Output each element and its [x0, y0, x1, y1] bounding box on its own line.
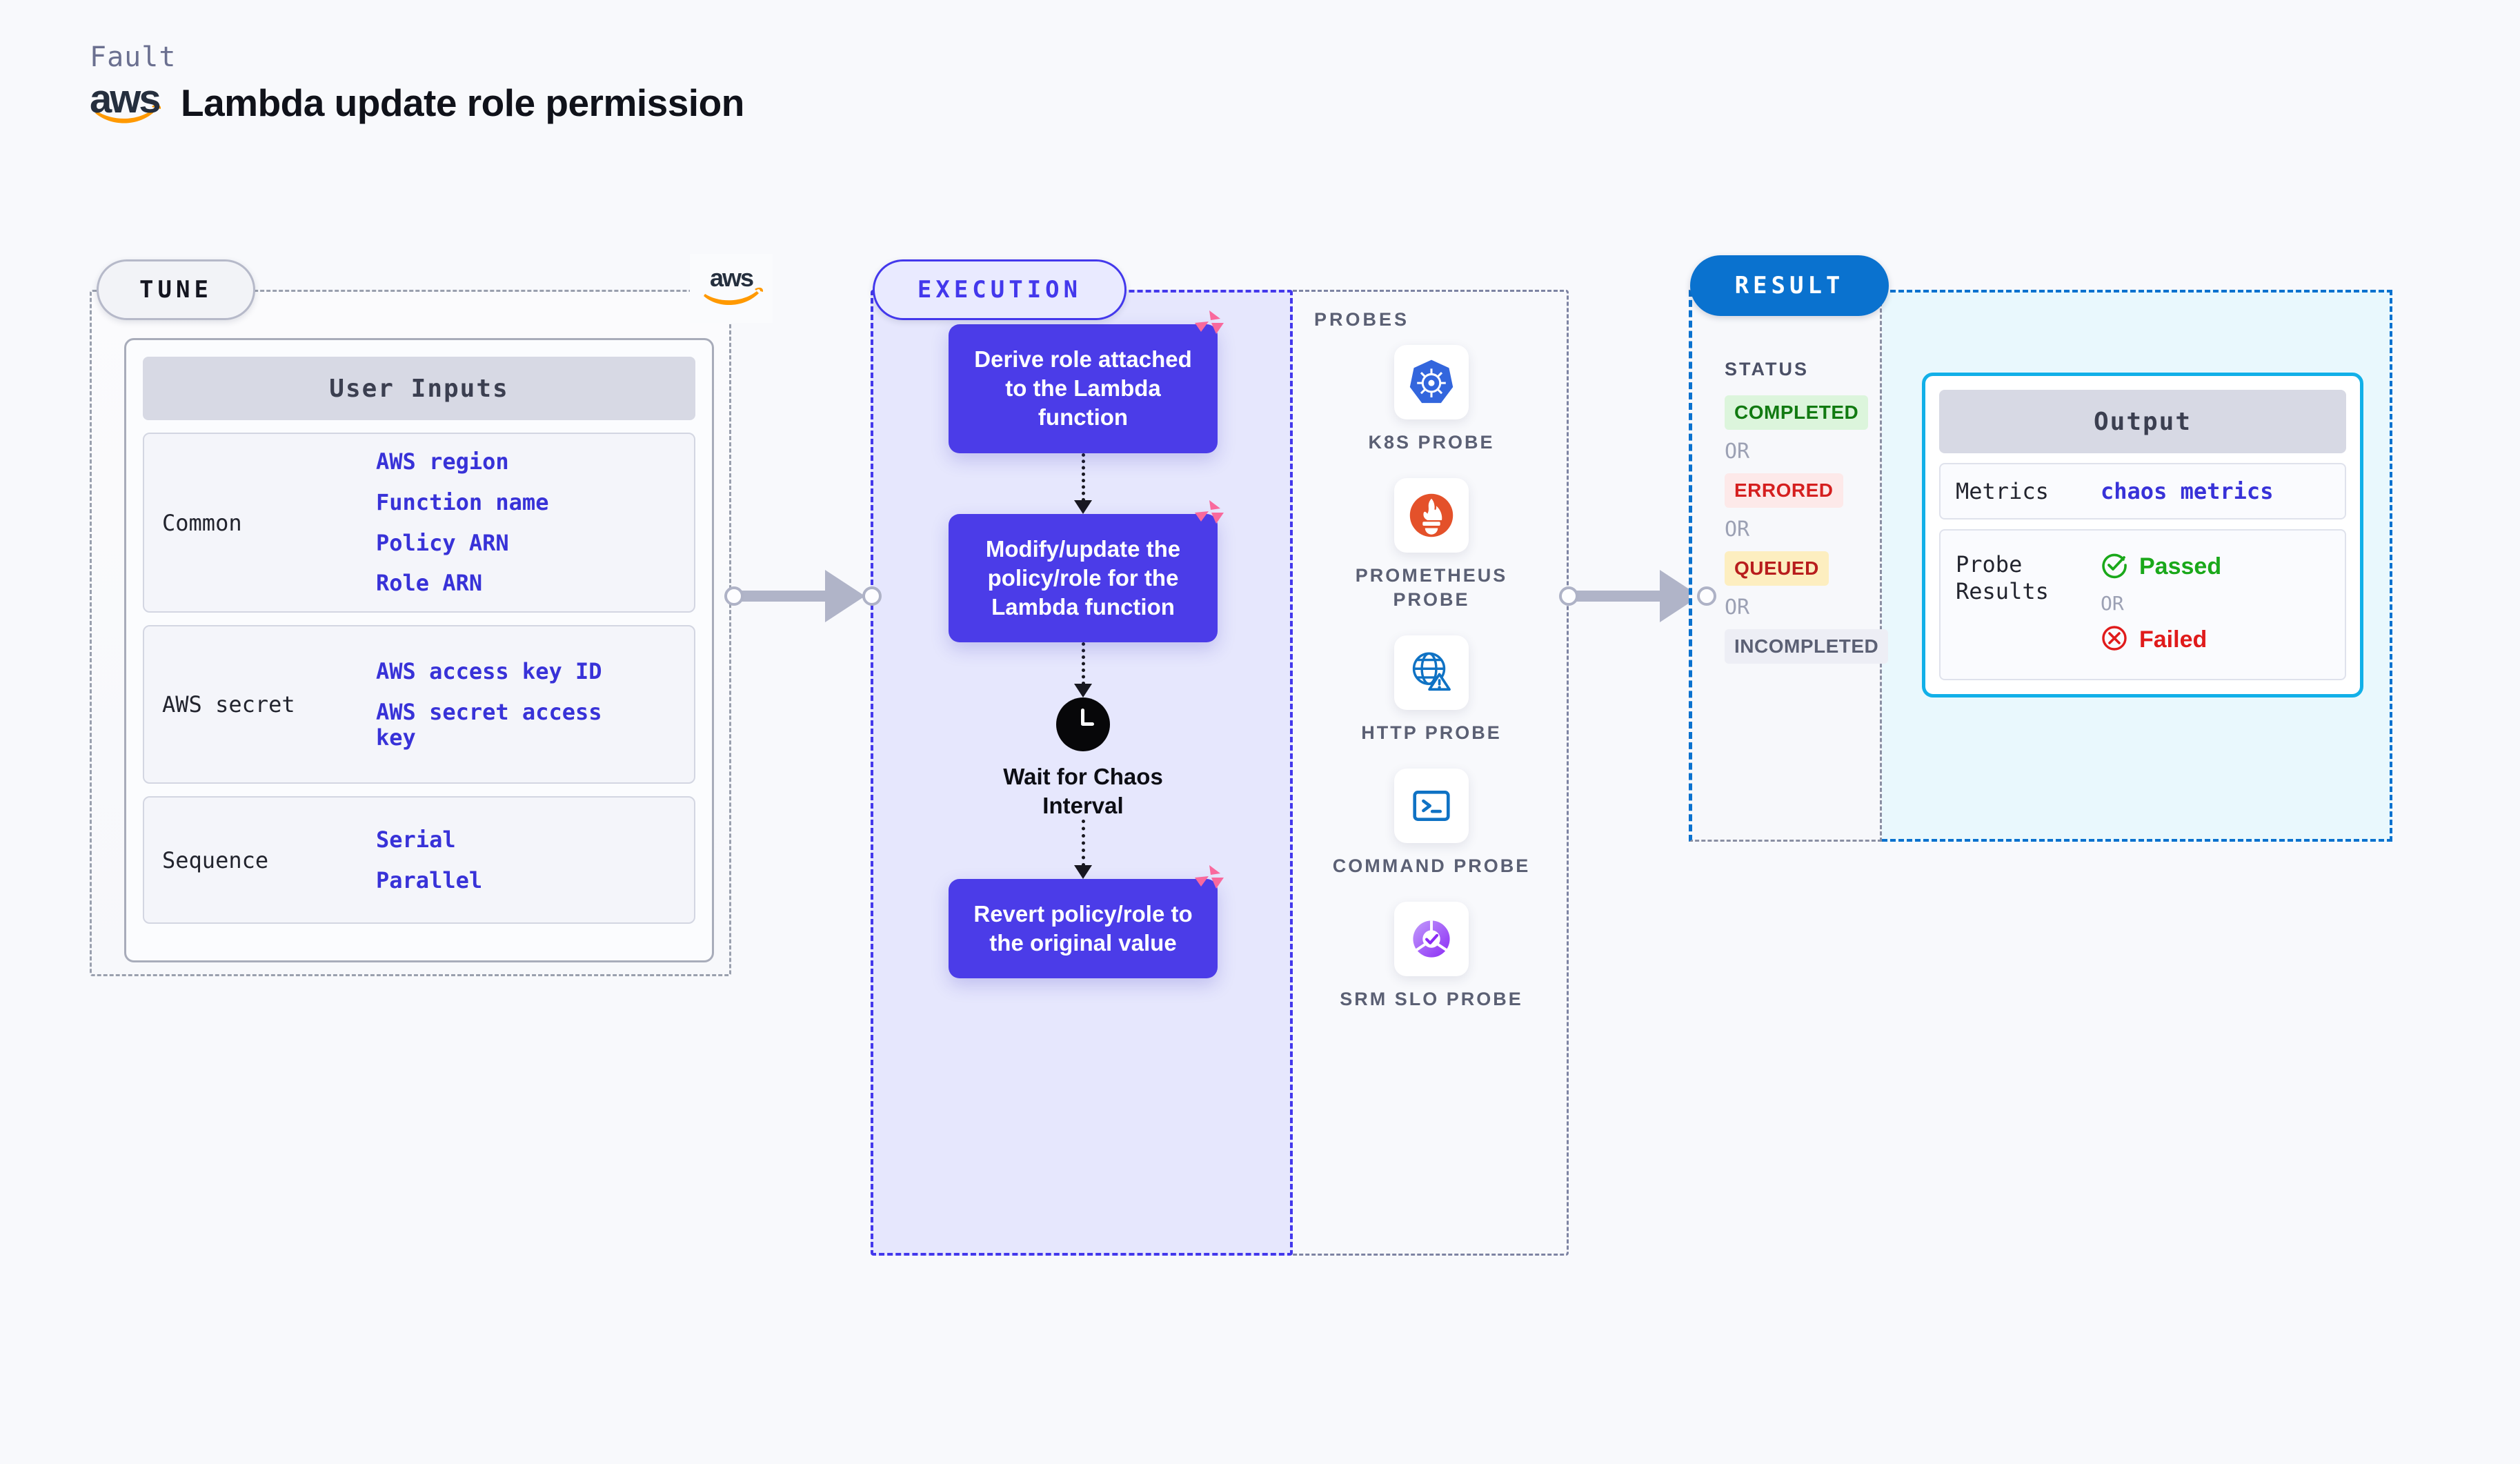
status-badge-errored: ERRORED [1725, 473, 1843, 508]
tune-badge[interactable]: TUNE [97, 259, 255, 320]
step-text: Modify/update the policy/role for the La… [985, 535, 1181, 620]
result-badge[interactable]: RESULT [1690, 255, 1889, 316]
status-title: STATUS [1725, 359, 1809, 379]
aws-logo-icon: aws [90, 77, 166, 127]
clock-icon [1056, 698, 1110, 752]
execution-wait-step: Wait for Chaos Interval [980, 698, 1187, 820]
output-value-metrics[interactable]: chaos metrics [2101, 478, 2274, 505]
probe-result-label: Failed [2139, 626, 2208, 653]
litmus-logo-icon [1190, 864, 1229, 896]
page-title: Lambda update role permission [181, 81, 744, 124]
terminal-icon [1394, 769, 1469, 844]
wait-label: Wait for Chaos Interval [1003, 764, 1163, 818]
group-label: AWS secret [162, 691, 295, 718]
group-label: Common [162, 509, 242, 536]
probe-label: SRM SLO PROBE [1340, 989, 1523, 1010]
arrow-right-icon [825, 570, 865, 622]
input-group-common: Common AWS region Function name Policy A… [143, 433, 695, 613]
connector-tune-execution [724, 570, 882, 622]
output-title: Output [1939, 390, 2346, 453]
svg-text:aws: aws [710, 264, 753, 292]
probe-item-command[interactable]: COMMAND PROBE [1331, 769, 1531, 878]
execution-steps: Derive role attached to the Lambda funct… [890, 310, 1276, 979]
step-text: Revert policy/role to the original value [973, 900, 1193, 956]
probe-result-label: Passed [2139, 553, 2222, 580]
execution-step-box[interactable]: Revert policy/role to the original value [949, 864, 1224, 979]
prometheus-icon [1394, 478, 1469, 553]
x-circle-icon [2101, 624, 2128, 655]
connector-end-dot [1697, 586, 1716, 606]
probe-label: K8S PROBE [1368, 432, 1495, 453]
connector-start-dot [724, 586, 744, 606]
status-badge-queued: QUEUED [1725, 551, 1829, 586]
output-key: Probe Results [1956, 551, 2049, 604]
probe-item-srm-slo[interactable]: SRM SLO PROBE [1331, 902, 1531, 1011]
step-arrow [1074, 642, 1092, 698]
output-card: Output Metrics chaos metrics Probe Resul… [1922, 373, 2363, 698]
probe-item-prometheus[interactable]: PROMETHEUS PROBE [1331, 478, 1531, 612]
probe-list: K8S PROBE PROMETHEUS PROBE [1331, 345, 1531, 1012]
input-item[interactable]: Parallel [376, 867, 483, 893]
output-key: Metrics [1956, 478, 2049, 504]
srm-slo-icon [1394, 902, 1469, 977]
output-row-probe-results: Probe Results Passed OR [1939, 529, 2346, 681]
execution-step-box[interactable]: Derive role attached to the Lambda funct… [949, 310, 1224, 453]
step-arrow [1074, 453, 1092, 514]
probe-item-k8s[interactable]: K8S PROBE [1331, 345, 1531, 455]
check-circle-icon [2101, 551, 2128, 582]
connector-line [741, 591, 831, 602]
or-separator: OR [1725, 595, 1750, 620]
or-separator: OR [1725, 439, 1750, 464]
connector-line [1576, 591, 1665, 602]
execution-badge[interactable]: EXECUTION [873, 259, 1127, 320]
status-badge-incompleted: INCOMPLETED [1725, 629, 1889, 664]
kubernetes-icon [1394, 345, 1469, 419]
input-item[interactable]: Role ARN [376, 570, 483, 597]
or-separator: OR [2101, 592, 2124, 615]
aws-logo-wordmark: aws [90, 77, 161, 121]
or-separator: OR [1725, 517, 1750, 542]
input-item[interactable]: AWS access key ID [376, 657, 602, 684]
output-row-metrics: Metrics chaos metrics [1939, 463, 2346, 520]
input-group-sequence: Sequence Serial Parallel [143, 796, 695, 924]
connector-start-dot [1559, 586, 1578, 606]
page-header: Fault aws Lambda update role permission [90, 41, 744, 127]
input-item[interactable]: AWS region [376, 448, 509, 475]
probe-result-passed: Passed [2101, 551, 2221, 582]
execution-step-box[interactable]: Modify/update the policy/role for the La… [949, 499, 1224, 643]
fault-label: Fault [90, 41, 177, 73]
user-inputs-card: User Inputs Common AWS region Function n… [124, 338, 714, 962]
probe-label: PROMETHEUS PROBE [1355, 565, 1508, 611]
aws-mark-icon: aws [690, 254, 773, 323]
http-globe-warning-icon [1394, 635, 1469, 711]
probes-title: PROBES [1314, 309, 1410, 330]
probe-item-http[interactable]: HTTP PROBE [1331, 635, 1531, 745]
step-arrow [1074, 819, 1092, 879]
input-item[interactable]: Serial [376, 826, 456, 853]
status-badge-completed: COMPLETED [1725, 395, 1869, 430]
input-item[interactable]: Policy ARN [376, 529, 509, 556]
input-item[interactable]: AWS secret access key [376, 698, 602, 751]
litmus-logo-icon [1190, 499, 1229, 531]
step-text: Derive role attached to the Lambda funct… [974, 346, 1192, 431]
litmus-logo-icon [1190, 309, 1229, 341]
connector-end-dot [862, 586, 882, 606]
group-label: Sequence [162, 847, 269, 873]
probe-result-failed: Failed [2101, 624, 2221, 655]
user-inputs-title: User Inputs [143, 357, 695, 420]
input-group-aws-secret: AWS secret AWS access key ID AWS secret … [143, 625, 695, 784]
probe-label: COMMAND PROBE [1332, 855, 1531, 877]
input-item[interactable]: Function name [376, 488, 549, 515]
status-column: STATUS COMPLETED OR ERRORED OR QUEUED OR… [1725, 359, 1897, 664]
probe-label: HTTP PROBE [1361, 722, 1502, 744]
